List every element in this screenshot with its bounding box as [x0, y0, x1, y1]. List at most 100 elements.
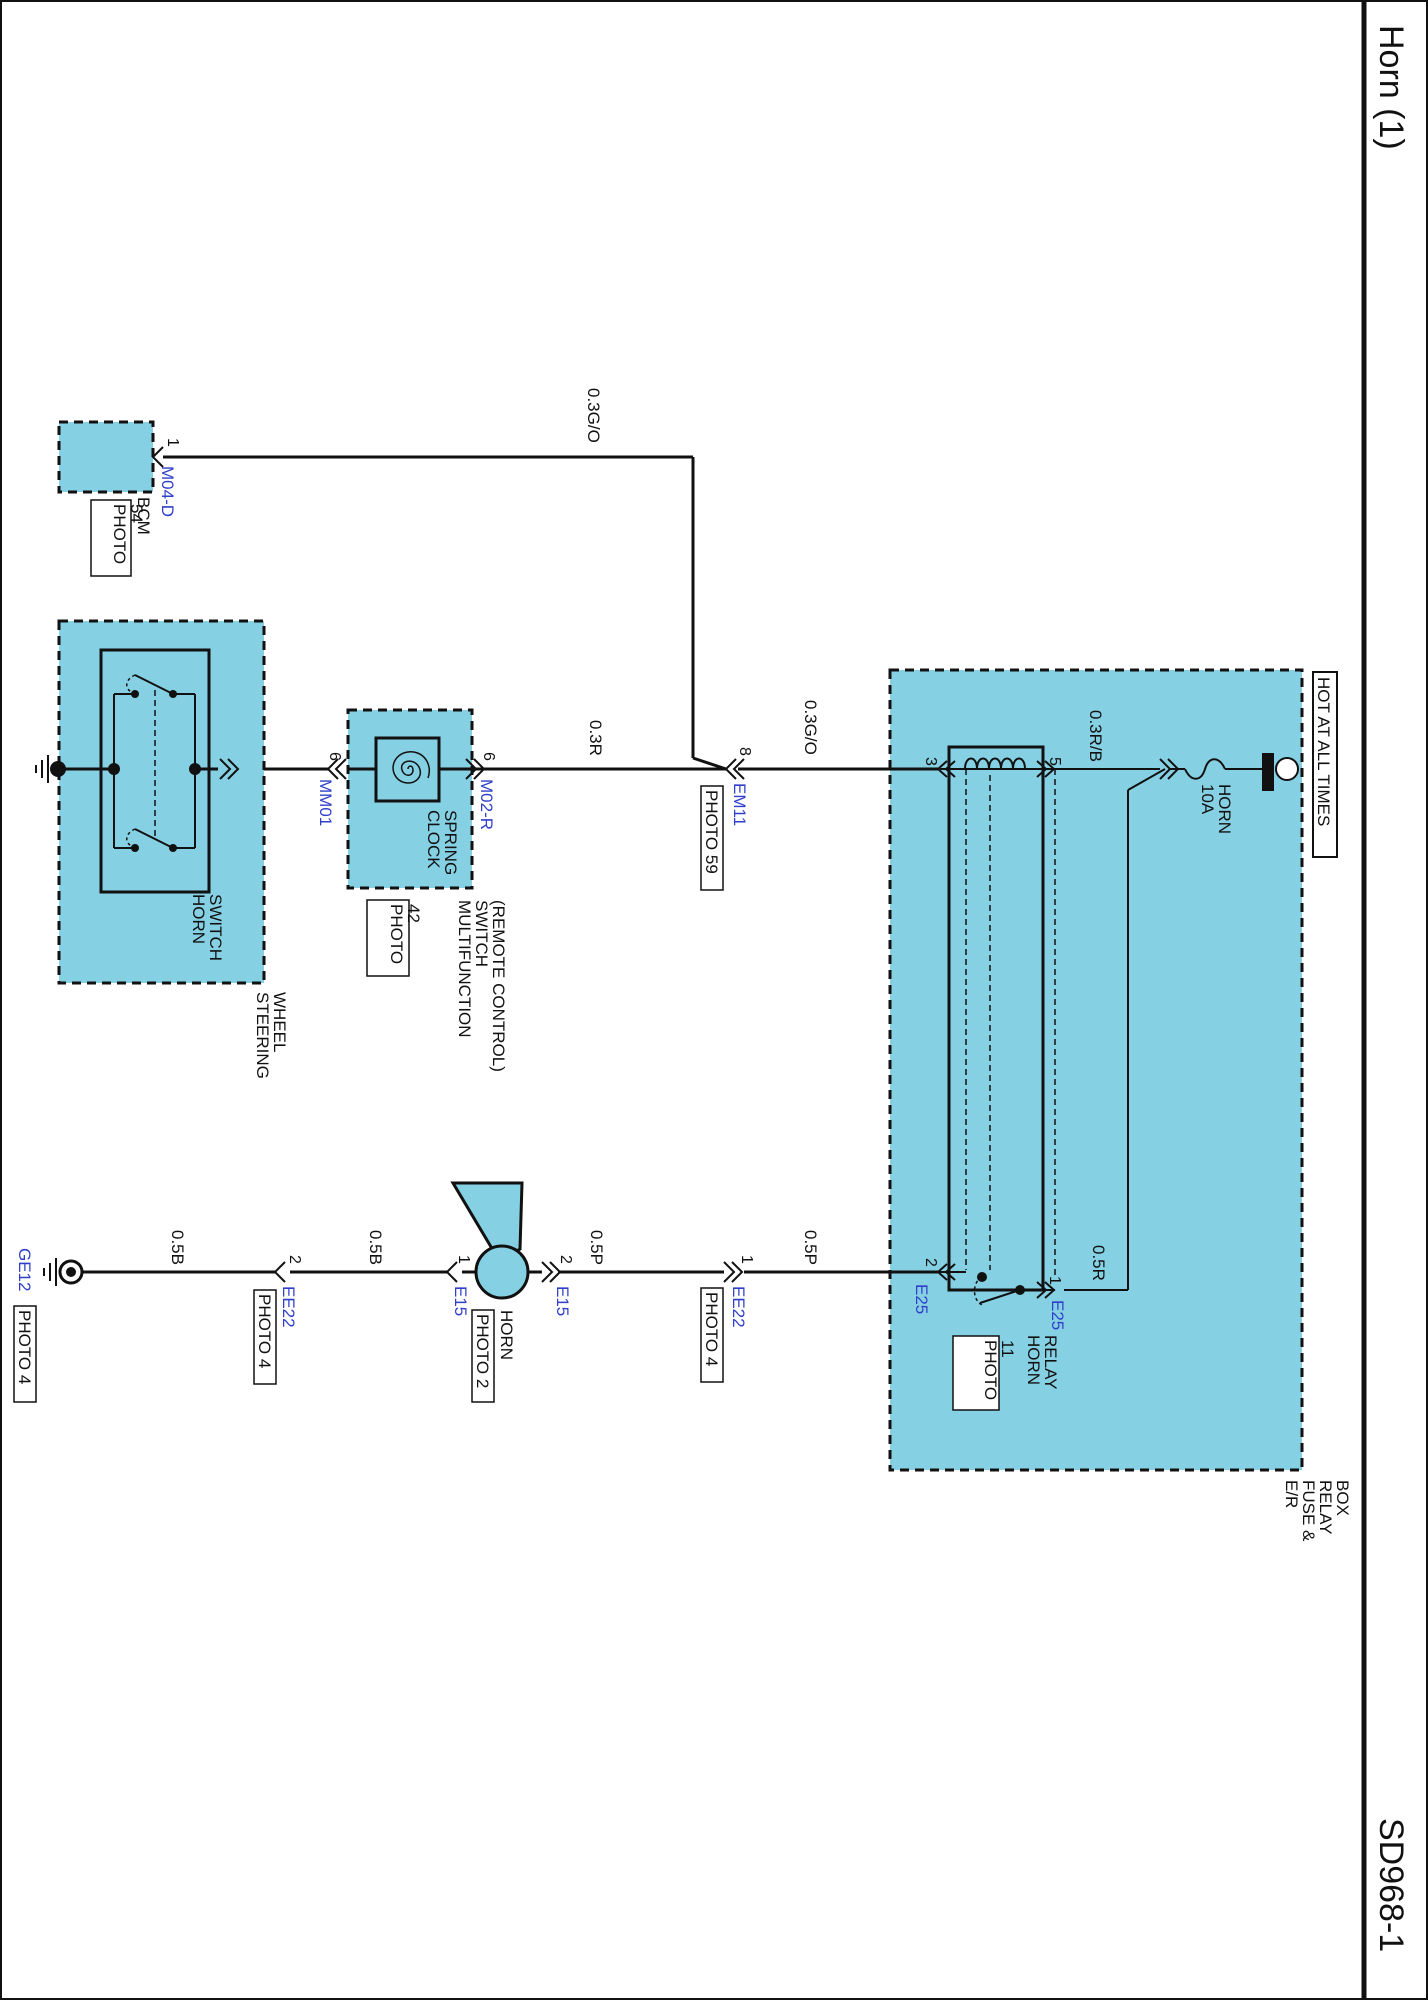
e15-upper-pin: 2 — [557, 1255, 574, 1264]
clock-spring-icon — [392, 751, 430, 784]
ee22-upper-photo: PHOTO 4 — [702, 1292, 721, 1366]
wire-ee22-ground: 0.5B — [168, 1230, 187, 1265]
relay-pin-3: 3 — [922, 757, 939, 766]
wire-horn-ee22: 0.5B — [366, 1230, 385, 1265]
wire-relay-ee22: 0.5P — [801, 1230, 820, 1265]
mm01-connector-chevron — [326, 758, 347, 780]
fuse-rating: 10A — [1198, 784, 1217, 815]
horn-photo: PHOTO 2 — [473, 1314, 492, 1388]
bcm-photo-line2: 54 — [127, 504, 146, 523]
hot-at-all-times-box — [1312, 671, 1338, 858]
relay-photo-box — [952, 1335, 1000, 1411]
multifunction-photo-line2: 42 — [404, 904, 423, 923]
clock-pin-top: 6 — [480, 752, 497, 761]
relay-pin-1-chevron — [1036, 1281, 1056, 1299]
multifunction-line3: (REMOTE CONTROL) — [489, 900, 508, 1072]
er-fuse-relay-box — [888, 668, 1304, 1472]
mm01-connector: MM01 — [316, 779, 335, 826]
ground-center — [66, 1267, 76, 1277]
relay-pin-5: 5 — [1046, 757, 1063, 766]
multifunction-photo-box — [366, 899, 410, 977]
wire-relay-em11: 0.3G/O — [801, 700, 820, 755]
em11-connector: EM11 — [730, 783, 749, 826]
ee22-lower-pin: 2 — [286, 1255, 303, 1264]
battery-terminal — [1275, 757, 1299, 781]
m02r-connector: M02-R — [477, 779, 496, 830]
relay-connector-right: E25 — [1048, 1300, 1067, 1330]
e15-lower-chevron — [445, 1261, 458, 1283]
e15-upper-connector: E15 — [553, 1286, 572, 1316]
fuse-name: HORN — [1215, 784, 1234, 834]
em11-photo: PHOTO 59 — [702, 790, 721, 874]
ground-photo: PHOTO 4 — [15, 1310, 34, 1384]
horn-switch — [99, 648, 211, 894]
relay-label-line1: HORN — [1024, 1335, 1043, 1385]
multifunction-line2: SWITCH — [472, 900, 491, 967]
ee22-lower-chevron — [273, 1261, 286, 1283]
page-code: SD968-1 — [1372, 1818, 1410, 1952]
clock-pin-bottom: 6 — [326, 752, 343, 761]
multifunction-line1: MULTIFUNCTION — [455, 900, 474, 1038]
em11-pin: 8 — [736, 747, 753, 756]
ee22-lower-photo: PHOTO 4 — [255, 1294, 274, 1368]
battery-busbar — [1262, 753, 1274, 791]
ee22-upper-chevron — [723, 1261, 744, 1283]
relay-connector-left: E25 — [912, 1284, 931, 1314]
relay-pin-2: 2 — [922, 1258, 939, 1267]
relay-pin-5-chevron — [1036, 760, 1056, 778]
fuse-box-label-line2: FUSE & — [1299, 1480, 1318, 1542]
wire-relay-feed: 0.5R — [1089, 1245, 1108, 1281]
ee22-lower-photo-box — [253, 1289, 277, 1385]
relay-photo-line2: 11 — [998, 1340, 1017, 1358]
bcm-photo-line1: PHOTO — [110, 504, 129, 564]
bcm-module — [57, 420, 155, 494]
horn-name: HORN — [497, 1310, 516, 1360]
horn-switch-node-right — [189, 763, 201, 775]
relay-label-line2: RELAY — [1041, 1335, 1060, 1390]
bcm-pin: 1 — [164, 438, 181, 447]
wire-em11-bcm: 0.3G/O — [584, 388, 603, 443]
steering-ground-icon — [35, 755, 49, 783]
clock-spring-line2: SPRING — [441, 810, 460, 875]
e15-upper-chevron — [541, 1261, 562, 1283]
ground-icon — [43, 1258, 57, 1286]
clock-spring-line1: CLOCK — [424, 810, 443, 869]
fuse-box-label-line1: E/R — [1282, 1480, 1301, 1508]
fuse-box-label-line3: RELAY — [1316, 1480, 1335, 1535]
bcm-name: BCM — [134, 497, 153, 535]
bcm-connector: M04-D — [158, 466, 177, 517]
steering-line1: STEERING — [253, 992, 272, 1079]
horn-photo-box — [471, 1309, 495, 1403]
steering-line2: WHEEL — [270, 992, 289, 1052]
horn-relay — [947, 745, 1045, 1292]
fuse-box-label-line4: BOX — [1333, 1480, 1352, 1516]
horn-switch-line2: SWITCH — [206, 894, 225, 961]
steering-wheel — [57, 619, 266, 985]
ee22-lower-connector: EE22 — [279, 1286, 298, 1328]
horn-switch-line1: HORN — [189, 894, 208, 944]
ee22-upper-pin: 1 — [738, 1255, 755, 1264]
wire-ee22-horn: 0.5P — [587, 1230, 606, 1265]
ground-photo-box — [13, 1305, 37, 1403]
relay-coil-icon — [964, 757, 1026, 770]
wire-em11-clock: 0.3R — [586, 720, 605, 756]
relay-photo-line1: PHOTO — [981, 1340, 1000, 1400]
fuse-connector-chevron — [1159, 758, 1180, 780]
steering-ground-node — [50, 761, 66, 777]
page-title: Horn (1) — [1372, 25, 1410, 150]
ee22-upper-connector: EE22 — [729, 1286, 748, 1328]
em11-photo-box — [700, 785, 724, 891]
m02r-connector-chevron — [465, 758, 486, 780]
ee22-upper-photo-box — [700, 1287, 724, 1383]
horn-fuse-symbol — [1184, 758, 1226, 780]
bcm-connector-chevron — [151, 446, 164, 468]
e15-lower-connector: E15 — [451, 1286, 470, 1316]
bcm-photo-box — [90, 499, 132, 577]
wire-fuse-relay: 0.3R/B — [1086, 710, 1105, 762]
ground-connector: GE12 — [15, 1248, 34, 1291]
hot-at-all-times-label: HOT AT ALL TIMES — [1314, 677, 1333, 826]
relay-pin-1: 1 — [1046, 1276, 1063, 1285]
multifunction-photo-line1: PHOTO — [387, 904, 406, 964]
